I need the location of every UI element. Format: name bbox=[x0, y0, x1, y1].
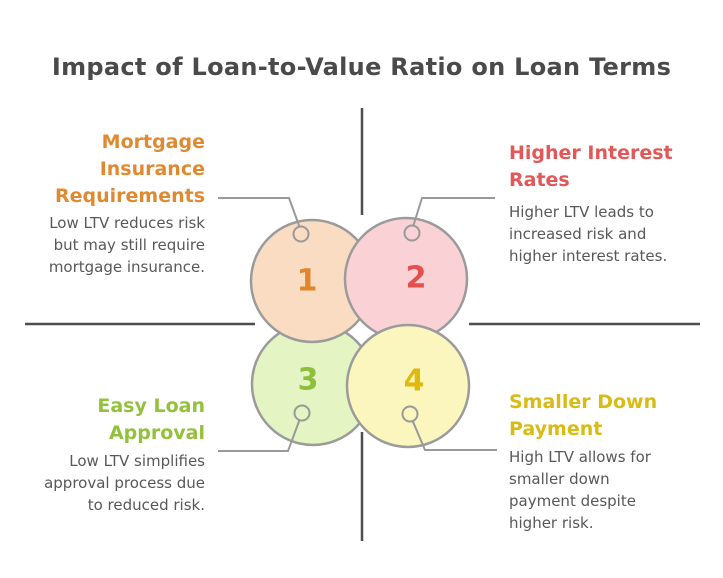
circle-4 bbox=[345, 323, 471, 449]
anchor-dot-4-icon bbox=[401, 405, 419, 423]
quadrant-4-description: High LTV allows for smaller down payment… bbox=[509, 448, 651, 532]
anchor-dot-1-icon bbox=[292, 225, 310, 243]
connector-line-3 bbox=[218, 415, 302, 452]
quadrant-3-description: Low LTV simplifies approval process due … bbox=[44, 452, 205, 514]
quadrant-2-title: Higher Interest Rates bbox=[509, 142, 673, 191]
connector-line-4 bbox=[410, 416, 497, 451]
connector-line-1 bbox=[218, 197, 302, 232]
circle-1-number: 1 bbox=[296, 263, 318, 299]
anchor-dot-3-icon bbox=[293, 404, 311, 422]
anchor-dot-2-icon bbox=[403, 224, 421, 242]
quadrant-3-title: Easy Loan Approval bbox=[97, 395, 205, 444]
quadrant-1-description: Low LTV reduces risk but may still requi… bbox=[48, 214, 205, 276]
circle-2-number: 2 bbox=[405, 260, 427, 296]
connector-line-2 bbox=[411, 197, 495, 231]
page-title: Impact of Loan-to-Value Ratio on Loan Te… bbox=[51, 53, 672, 81]
circle-3-number: 3 bbox=[297, 362, 319, 398]
circle-4-number: 4 bbox=[403, 363, 425, 399]
quadrant-2-description: Higher LTV leads to increased risk and h… bbox=[509, 203, 668, 265]
quadrant-4-title: Smaller Down Payment bbox=[509, 391, 658, 440]
quadrant-1-title: Mortgage Insurance Requirements bbox=[54, 131, 205, 207]
